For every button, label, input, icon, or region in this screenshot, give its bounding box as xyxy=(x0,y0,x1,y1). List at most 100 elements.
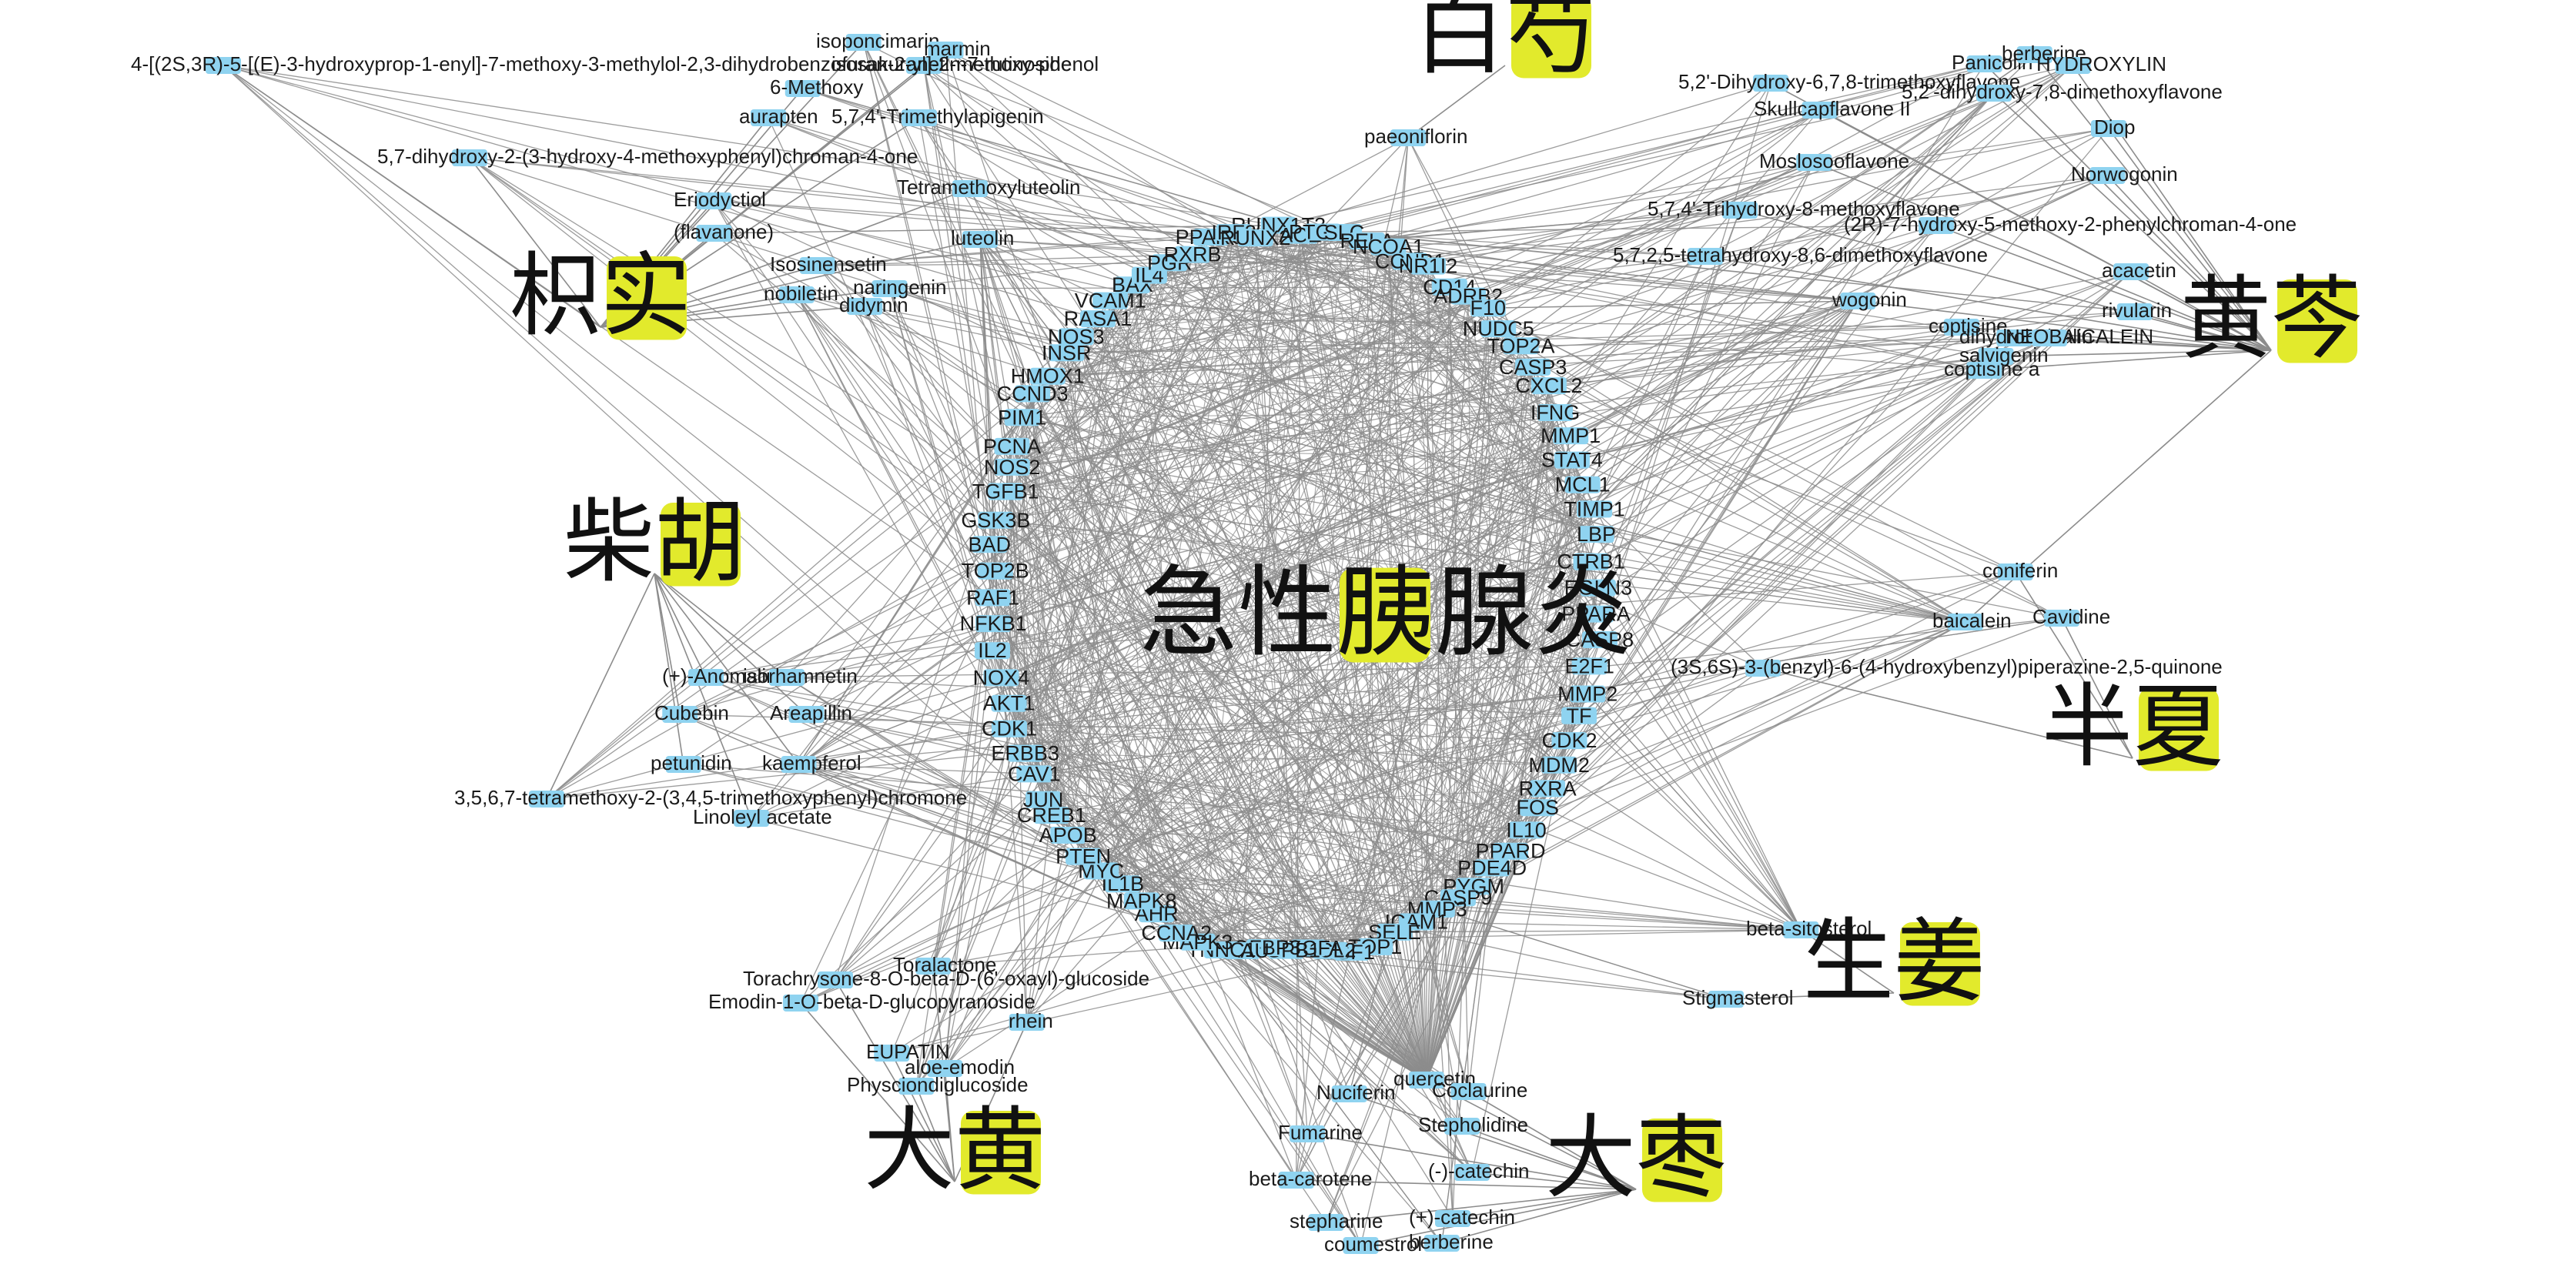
compound-target-edge xyxy=(1410,209,1741,262)
compound-target-edge xyxy=(889,253,1193,289)
target-target-edge xyxy=(1012,296,1469,468)
compound-node-shape xyxy=(847,298,883,315)
compound-node-shape xyxy=(906,57,942,74)
herb-compound-edge xyxy=(654,573,788,678)
target-target-edge xyxy=(1032,393,1044,800)
target-target-edge xyxy=(989,246,1389,545)
compound-label: Nuciferin xyxy=(1316,1081,1396,1104)
compound-target-edge xyxy=(1300,54,2035,236)
compound-node-shape xyxy=(1745,660,1781,677)
compound-target-edge xyxy=(1416,921,1470,1092)
compound-target-edge xyxy=(1051,814,1327,1223)
target-node-jun: JUN xyxy=(1023,788,1064,811)
target-node-shape xyxy=(1033,807,1069,824)
compound-target-edge xyxy=(1156,913,1443,1244)
compound-node-shape xyxy=(1783,921,1819,938)
herb-node-banxia: 半夏 xyxy=(2042,674,2223,780)
compound-target-edge xyxy=(751,773,1035,819)
target-node-shape xyxy=(1493,842,1529,860)
target-target-edge xyxy=(1034,773,1417,922)
compound-target-edge xyxy=(751,533,1597,819)
compound-node-fumarine: Fumarine xyxy=(1278,1121,1363,1144)
compound-node-shape xyxy=(1343,1237,1379,1254)
compound-target-edge xyxy=(995,128,2109,521)
compound-node-toralactone: Toralactone xyxy=(893,953,996,976)
compound-target-edge xyxy=(714,225,1279,234)
compound-node-4-2s-3r-5-e-3-hydroxyprop-1-enyl-7-metho: 4-[(2S,3R)-5-[(E)-3-hydroxyprop-1-enyl]-… xyxy=(131,52,1099,75)
target-target-edge xyxy=(1176,921,1417,934)
compound-target-edge xyxy=(1351,951,1463,1127)
herb-highlight xyxy=(1900,921,1980,1006)
target-node-shape xyxy=(1370,238,1407,256)
target-target-edge xyxy=(1467,296,1548,789)
target-target-edge xyxy=(1427,266,1599,588)
target-target-edge xyxy=(1005,491,1309,948)
compound-target-edge xyxy=(798,764,1035,775)
target-target-edge xyxy=(1012,466,1590,667)
compound-target-edge xyxy=(1286,950,1454,1219)
herb-compound-edge xyxy=(2072,65,2272,351)
target-target-edge xyxy=(1005,296,1469,493)
target-target-edge xyxy=(1286,666,1590,951)
compound-target-edge xyxy=(1051,621,1965,816)
compound-target-edge xyxy=(1322,232,1966,623)
compound-target-edge xyxy=(469,157,1006,493)
target-target-edge xyxy=(1110,300,1499,329)
target-target-edge xyxy=(1221,829,1527,951)
herb-label-char: 黄 xyxy=(955,1097,1045,1203)
compound-node-shape xyxy=(1308,1214,1344,1231)
target-target-edge xyxy=(1012,261,1410,468)
target-target-edge xyxy=(1330,787,1548,951)
compound-target-edge xyxy=(944,728,1010,1069)
compound-target-edge xyxy=(1587,571,2016,695)
target-target-edge xyxy=(1122,867,1493,884)
compound-node-neobaicalein: NEOBAICALEIN xyxy=(2006,325,2153,348)
target-label: PDE4D xyxy=(1457,856,1527,879)
target-target-edge xyxy=(1012,446,1493,868)
target-target-edge xyxy=(992,285,1133,624)
target-target-edge xyxy=(1076,266,1429,337)
herb-compound-edge xyxy=(654,573,752,819)
compound-target-edge xyxy=(1437,908,1802,931)
compound-target-edge xyxy=(1349,366,1534,1095)
edge-layer xyxy=(222,42,2272,1246)
compound-label: (3S,6S)-3-(benzyl)-6-(4-hydroxybenzyl)pi… xyxy=(1671,655,2223,678)
compound-node-shape xyxy=(1278,1172,1314,1189)
compound-target-edge xyxy=(1197,617,2062,943)
target-target-edge xyxy=(1033,262,1170,774)
target-node-shape xyxy=(1007,744,1043,762)
herb-compound-edge xyxy=(1349,1093,1637,1190)
target-node-pim1: PIM1 xyxy=(998,406,1046,429)
target-node-shape xyxy=(1049,344,1085,362)
target-target-edge xyxy=(1141,225,1280,901)
compound-target-edge xyxy=(1325,807,1538,1223)
compound-label: Emodin-1-O-beta-D-glucopyranoside xyxy=(708,990,1035,1013)
target-target-edge xyxy=(1210,236,1417,922)
target-target-edge xyxy=(1409,261,1571,741)
compound-node-shape xyxy=(1408,1072,1444,1088)
compound-node-skullcapflavone-ii: Skullcapflavone II xyxy=(1754,97,1911,120)
target-target-edge xyxy=(1367,240,1573,460)
herb-label-char: 半 xyxy=(2042,674,2133,780)
compound-node-shape xyxy=(2016,46,2052,63)
compound-node-dihydrobaicalin: dihydrobaicalin xyxy=(1959,325,2093,348)
target-node-shape xyxy=(1050,826,1086,844)
compound-label: 5,7,4'-Trihydroxy-8-methoxyflavone xyxy=(1648,197,1960,220)
target-target-edge xyxy=(1025,254,1193,754)
compound-label: (+)-catechin xyxy=(1409,1205,1515,1229)
target-node-stat4: STAT4 xyxy=(1541,449,1603,472)
target-target-edge xyxy=(1122,533,1597,884)
compound-target-edge xyxy=(1300,65,2073,236)
target-node-nox4: NOX4 xyxy=(973,666,1030,689)
herb-compound-edge xyxy=(2130,271,2272,351)
target-node-mcl1: MCL1 xyxy=(1555,473,1611,497)
compound-target-edge xyxy=(1296,246,1390,1181)
compound-node-shape xyxy=(1722,202,1758,219)
compound-node-shape xyxy=(1976,85,2012,102)
compound-target-edge xyxy=(1597,209,1741,588)
target-label: MAPK8 xyxy=(1106,889,1177,912)
compound-target-edge xyxy=(1367,240,1706,257)
compound-node-rivularin: rivularin xyxy=(2102,299,2172,322)
target-target-edge xyxy=(1100,286,1450,871)
